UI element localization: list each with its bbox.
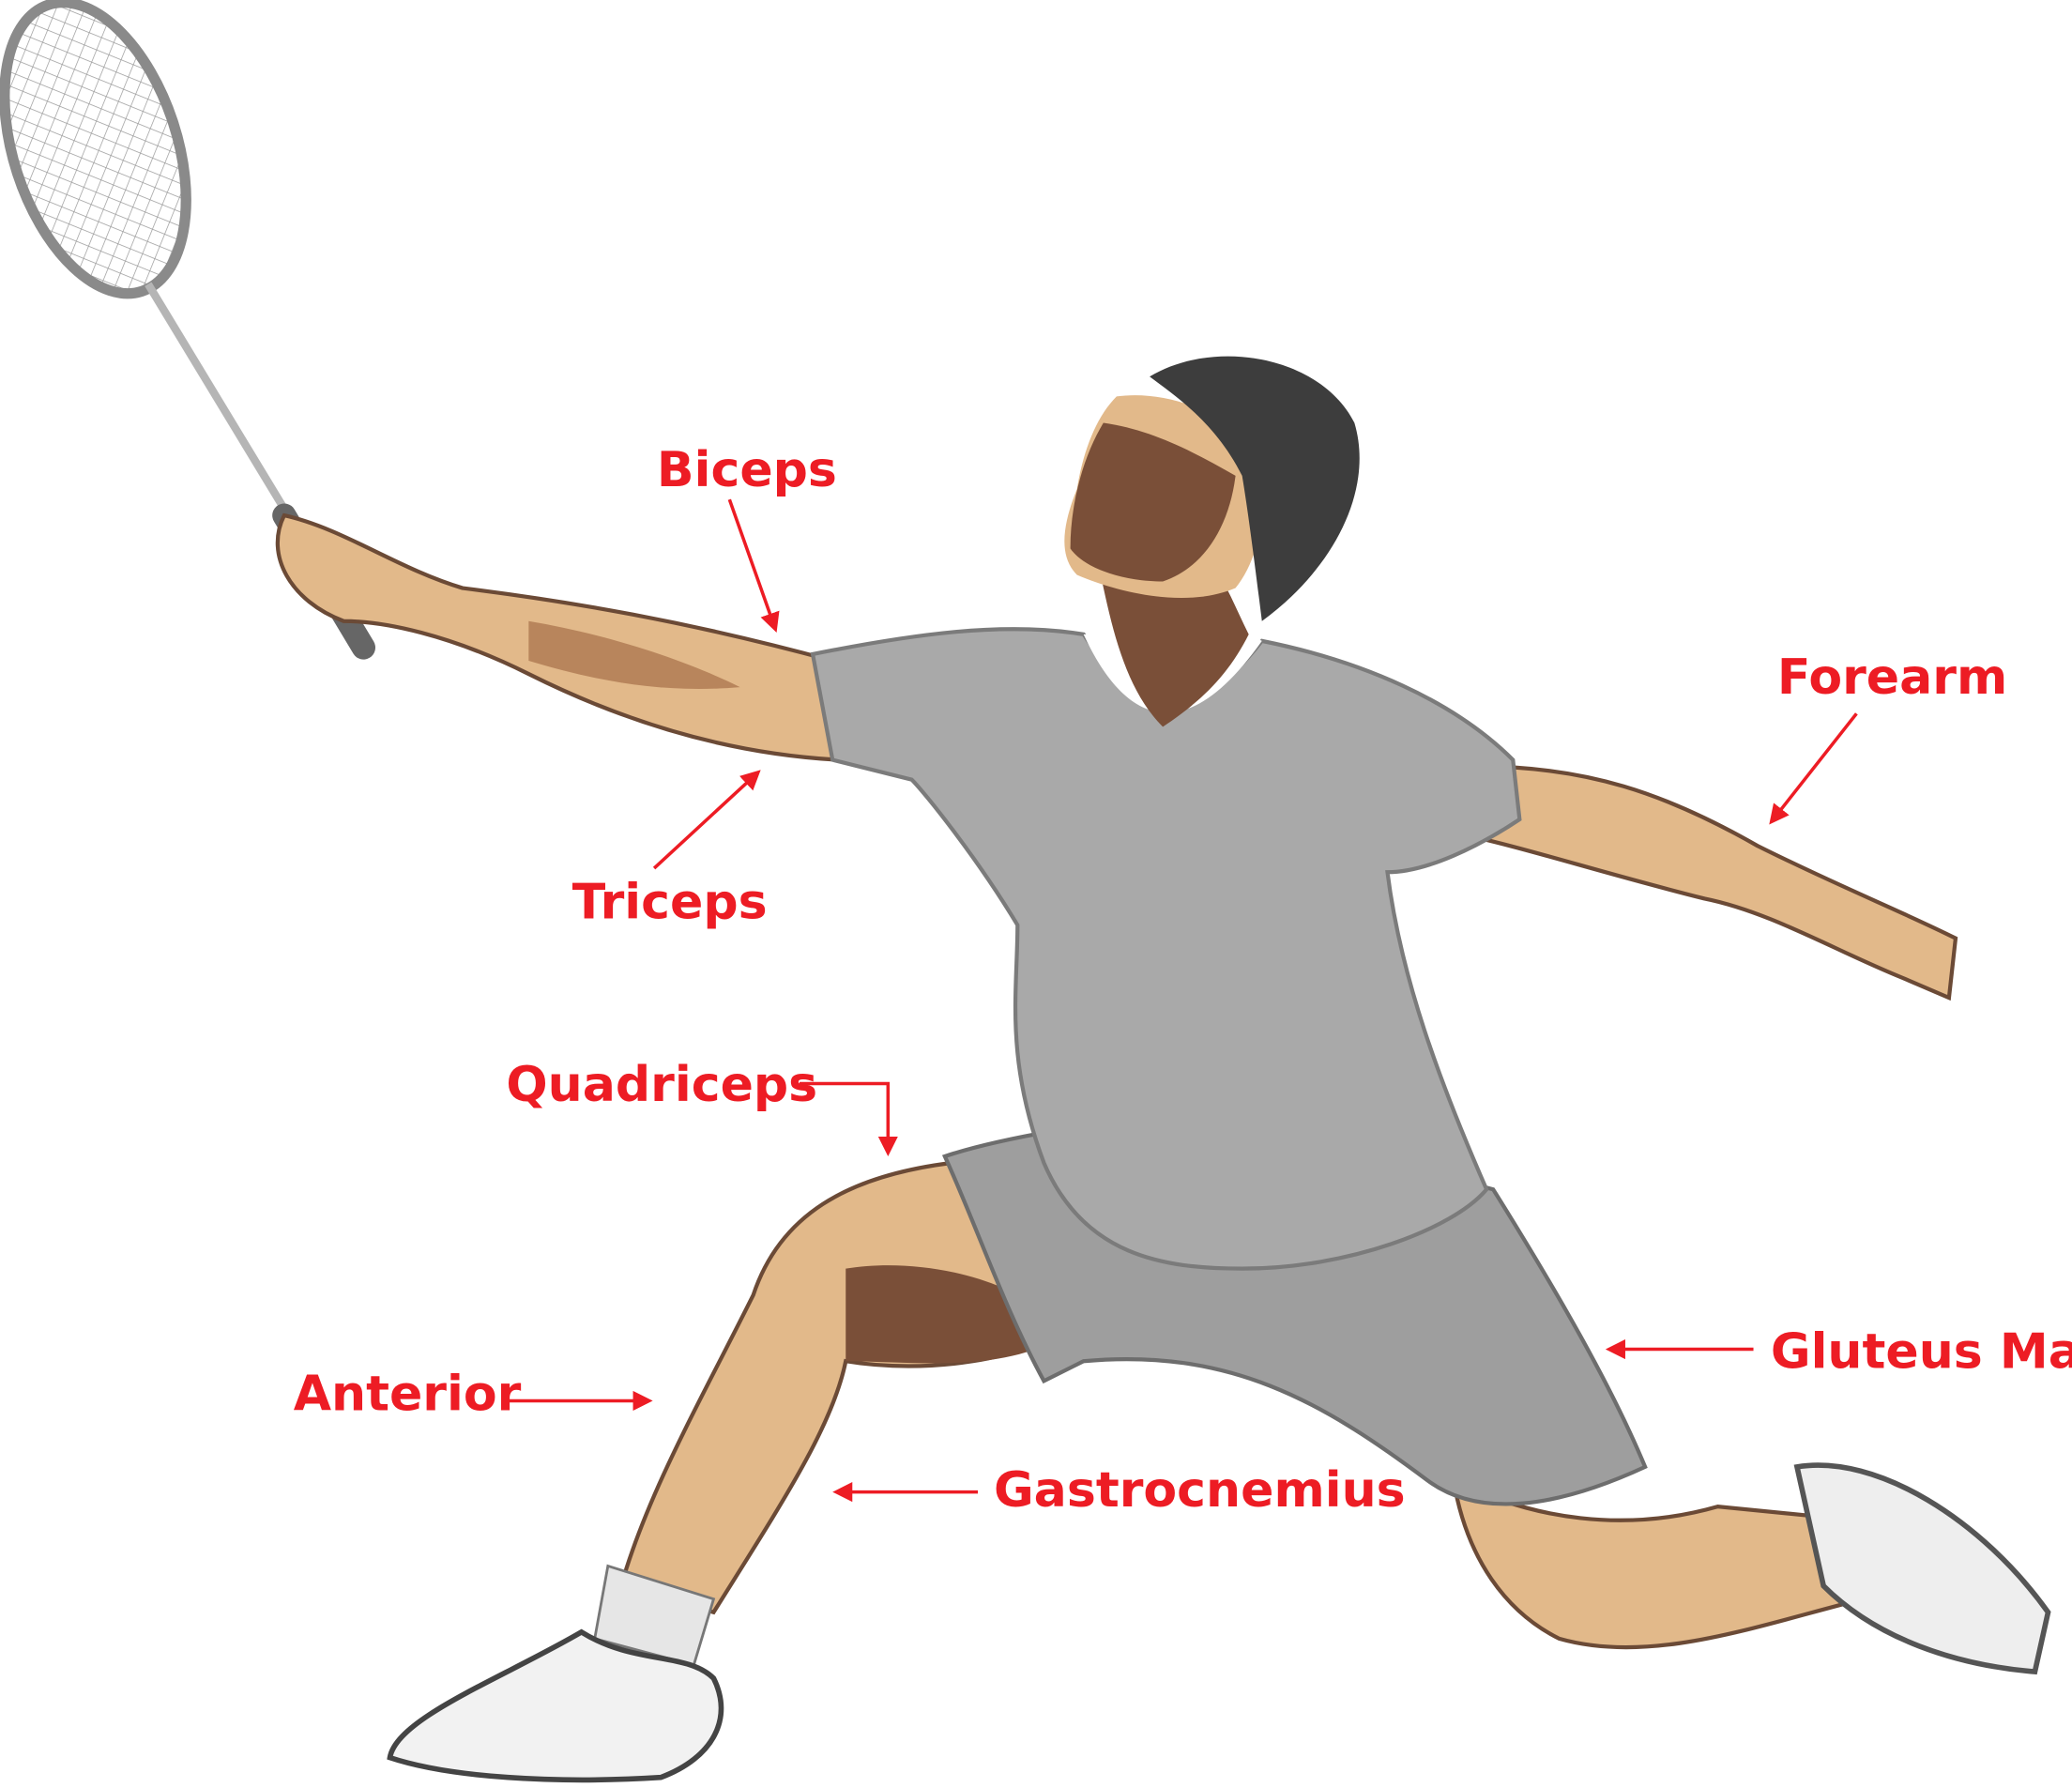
label-text: Quadriceps xyxy=(506,1057,817,1113)
label-text: Triceps xyxy=(572,875,768,931)
label-gastrocnemius: Gastrocnemius xyxy=(832,1462,1406,1519)
label-triceps: Triceps xyxy=(572,770,768,931)
label-forearm: Forearm xyxy=(1769,649,2007,825)
label-biceps: Biceps xyxy=(657,442,837,634)
label-anterior: Anterior xyxy=(294,1366,653,1422)
label-text: Anterior xyxy=(294,1366,522,1422)
arrow xyxy=(1769,712,1858,825)
label-text: Gastrocnemius xyxy=(994,1462,1406,1519)
label-text: Forearm xyxy=(1777,649,2007,706)
arrow xyxy=(799,1081,898,1156)
arrow xyxy=(652,770,761,870)
arrow xyxy=(727,498,780,634)
player-illustration xyxy=(275,356,2051,1783)
label-text: Biceps xyxy=(657,442,837,498)
label-text: Gluteus Max xyxy=(1771,1323,2072,1380)
label-quadriceps: Quadriceps xyxy=(506,1057,898,1156)
label-gluteus-max: Gluteus Max xyxy=(1605,1323,2072,1380)
